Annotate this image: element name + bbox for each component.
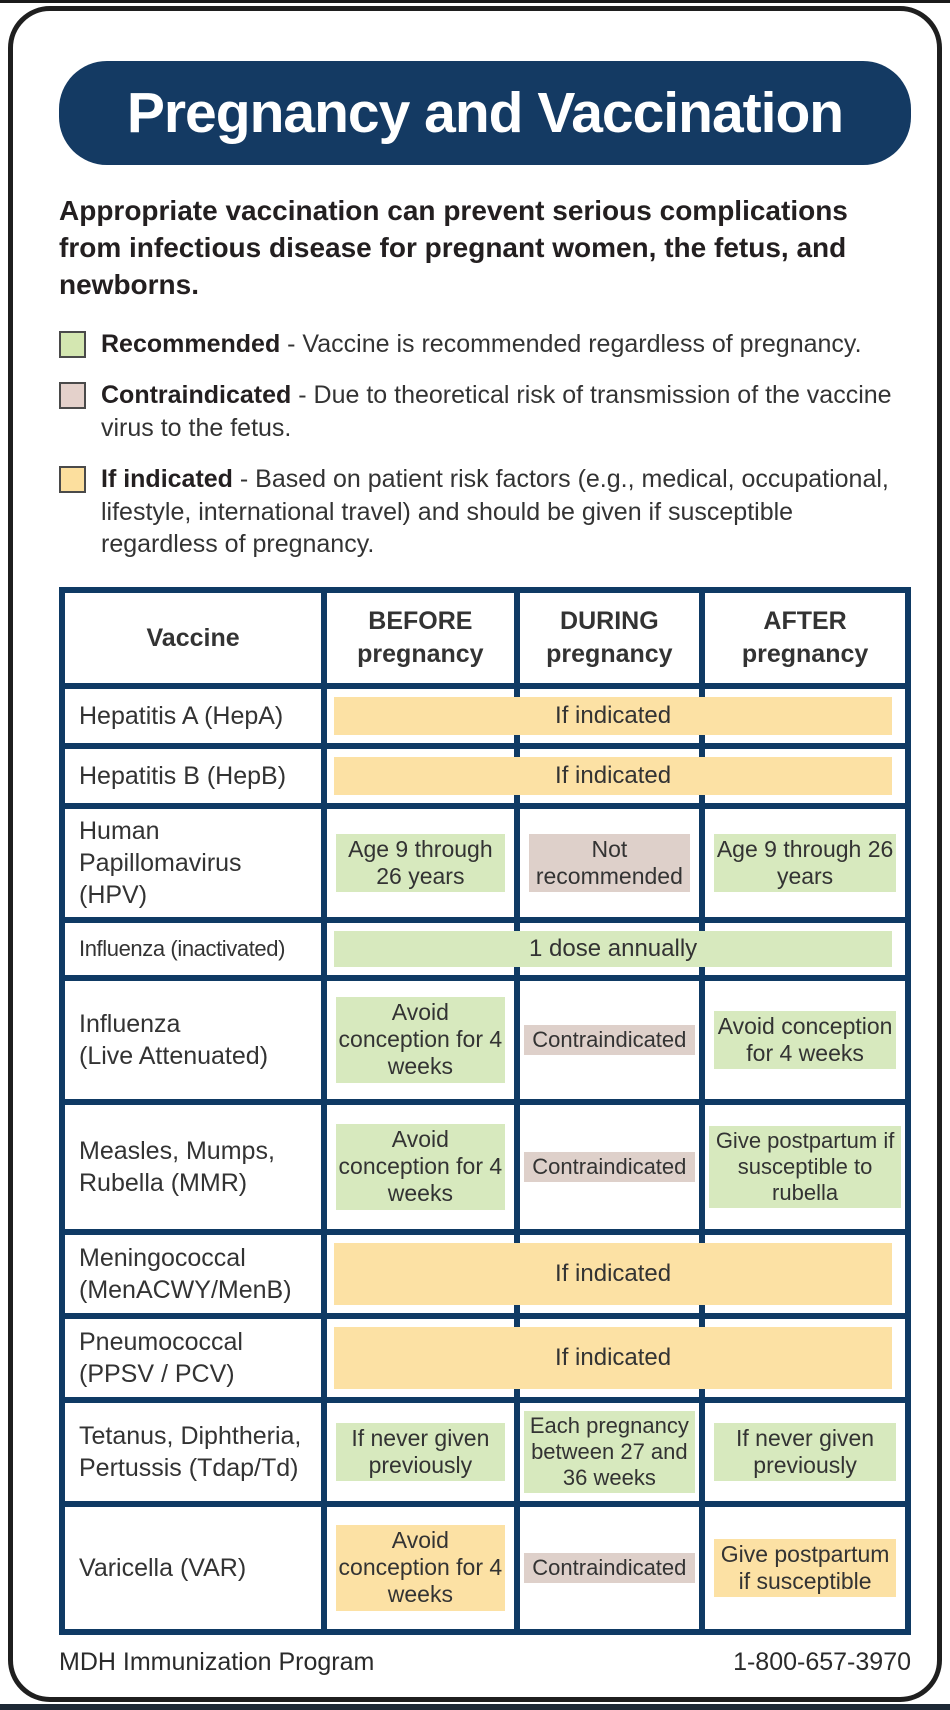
empty-cell (321, 1234, 513, 1313)
vaccine-name-cell: Hepatitis A (HepA) (79, 701, 284, 730)
yellow-status-band: Give postpartum if susceptible (714, 1538, 896, 1597)
yellow-spanning-status-band: If indicated (334, 756, 892, 795)
legend-term: Recommended (101, 329, 281, 358)
vaccination-card: Pregnancy and Vaccination Appropriate va… (8, 6, 942, 1702)
legend-item-if-indicated: If indicated - Based on patient risk fac… (59, 463, 905, 561)
yellow-spanning-status-band: If indicated (334, 1242, 892, 1305)
status-cell: Not recommended (513, 808, 700, 917)
green-status-band: Avoid conception for 4 weeks (336, 1124, 505, 1210)
status-cell: Age 9 through 26 years (321, 808, 513, 917)
legend-text: Contraindicated - Due to theoretical ris… (101, 379, 905, 444)
intro-text: Appropriate vaccination can prevent seri… (59, 195, 848, 300)
status-cell: Avoid conception for 4 weeks (321, 980, 513, 1099)
legend-term: If indicated (101, 465, 233, 494)
legend-item-contraindicated: Contraindicated - Due to theoretical ris… (59, 379, 905, 444)
table-row: Meningococcal (MenACWY/MenB) If indicated (65, 1234, 905, 1319)
legend-item-recommended: Recommended - Vaccine is recommended reg… (59, 328, 905, 361)
vaccine-name-cell: Human Papillomavirus (HPV) (79, 816, 242, 909)
title-banner: Pregnancy and Vaccination (59, 61, 911, 165)
legend-description: - Due to theoretical risk of transmissio… (101, 381, 892, 442)
bottom-edge-strip (0, 1704, 950, 1710)
top-edge-strip (0, 0, 950, 3)
table-row: Tetanus, Diphtheria, Pertussis (Tdap/Td)… (65, 1402, 905, 1507)
legend-description: - Based on patient risk factors (e.g., m… (101, 465, 889, 559)
green-status-band: If never given previously (714, 1422, 896, 1481)
status-cell: Contraindicated (513, 980, 700, 1099)
legend-text: Recommended - Vaccine is recommended reg… (101, 328, 862, 361)
empty-cell (321, 688, 513, 743)
yellow-swatch-icon (59, 466, 86, 494)
pink-status-band: Contraindicated (523, 1552, 696, 1583)
green-status-band: If never given previously (336, 1422, 505, 1481)
vaccine-name-cell: Hepatitis B (HepB) (79, 761, 287, 790)
green-status-band: Give postpartum if susceptible to rubell… (709, 1125, 901, 1208)
legend: Recommended - Vaccine is recommended reg… (59, 328, 911, 561)
card-footer: MDH Immunization Program 1-800-657-3970 (59, 1648, 911, 1677)
vaccine-name-cell: Measles, Mumps, Rubella (MMR) (79, 1136, 275, 1197)
pink-swatch-icon (59, 382, 86, 410)
legend-description: - Vaccine is recommended regardless of p… (280, 329, 862, 358)
vaccine-name-cell: Meningococcal (MenACWY/MenB) (79, 1243, 292, 1304)
table-row: Hepatitis B (HepB) If indicated (65, 748, 905, 809)
status-cell: Avoid conception for 4 weeks (699, 980, 905, 1099)
vaccine-name-cell: Tetanus, Diphtheria, Pertussis (Tdap/Td) (79, 1421, 302, 1482)
status-cell: Give postpartum if susceptible (699, 1506, 905, 1629)
status-cell: Contraindicated (513, 1104, 700, 1229)
status-cell: Age 9 through 26 years (699, 808, 905, 917)
green-status-band: Age 9 through 26 years (714, 833, 896, 892)
footer-phone-number: 1-800-657-3970 (733, 1647, 911, 1676)
status-cell: If never given previously (321, 1402, 513, 1501)
empty-cell (321, 922, 513, 975)
empty-cell (321, 748, 513, 803)
status-cell: Give postpartum if susceptible to rubell… (699, 1104, 905, 1229)
status-cell: Avoid conception for 4 weeks (321, 1104, 513, 1229)
status-cell: Each pregnancy between 27 and 36 weeks (513, 1402, 700, 1501)
status-cell: Contraindicated (513, 1506, 700, 1629)
yellow-spanning-status-band: If indicated (334, 696, 892, 735)
green-swatch-icon (59, 330, 86, 358)
table-row: Influenza (Live Attenuated) Avoid concept… (65, 980, 905, 1105)
table-row: Influenza (inactivated) 1 dose annually (65, 922, 905, 981)
green-status-band: Avoid conception for 4 weeks (714, 1010, 896, 1069)
yellow-status-band: Avoid conception for 4 weeks (336, 1525, 505, 1611)
pink-status-band: Contraindicated (523, 1151, 696, 1182)
yellow-spanning-status-band: If indicated (334, 1326, 892, 1389)
green-status-band: Each pregnancy between 27 and 36 weeks (523, 1410, 696, 1493)
status-cell: Avoid conception for 4 weeks (321, 1506, 513, 1629)
empty-cell (321, 1318, 513, 1397)
legend-term: Contraindicated (101, 381, 292, 410)
table-row: Varicella (VAR) Avoid conception for 4 we… (65, 1506, 905, 1629)
status-cell: If never given previously (699, 1402, 905, 1501)
green-spanning-status-band: 1 dose annually (334, 930, 892, 967)
vaccine-name-cell: Influenza (Live Attenuated) (79, 1009, 269, 1070)
green-status-band: Age 9 through 26 years (336, 833, 505, 892)
header-cell-vaccine: Vaccine (146, 623, 240, 652)
pink-status-band: Contraindicated (523, 1024, 696, 1055)
header-cell-before: BEFORE pregnancy (321, 592, 513, 683)
vaccine-name-cell: Varicella (VAR) (79, 1553, 247, 1582)
table-row: Human Papillomavirus (HPV) Age 9 through … (65, 808, 905, 923)
table-row: Hepatitis A (HepA) If indicated (65, 688, 905, 749)
vaccine-name-cell: Pneumococcal (PPSV / PCV) (79, 1327, 243, 1388)
pink-status-band: Not recommended (528, 833, 691, 892)
page-title: Pregnancy and Vaccination (126, 81, 844, 145)
header-cell-after: AFTER pregnancy (699, 592, 905, 683)
header-cell-during: DURING pregnancy (513, 592, 700, 683)
footer-program-name: MDH Immunization Program (59, 1647, 375, 1676)
vaccine-name-cell: Influenza (inactivated) (79, 935, 286, 961)
table-row: Pneumococcal (PPSV / PCV) If indicated (65, 1318, 905, 1403)
green-status-band: Avoid conception for 4 weeks (336, 997, 505, 1083)
legend-text: If indicated - Based on patient risk fac… (101, 463, 905, 561)
table-row: Measles, Mumps, Rubella (MMR) Avoid conce… (65, 1104, 905, 1235)
